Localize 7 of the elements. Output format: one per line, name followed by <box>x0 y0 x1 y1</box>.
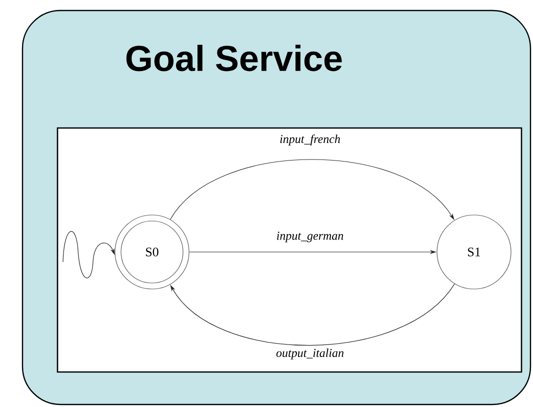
edge-label: input_german <box>275 230 345 244</box>
edge-label: input_french <box>278 134 342 146</box>
arrow <box>170 284 455 346</box>
diagram-frame <box>56 127 522 373</box>
edge-label: output_italian <box>275 348 345 360</box>
start-arrow <box>62 231 115 278</box>
title: Goal Service <box>126 44 342 72</box>
